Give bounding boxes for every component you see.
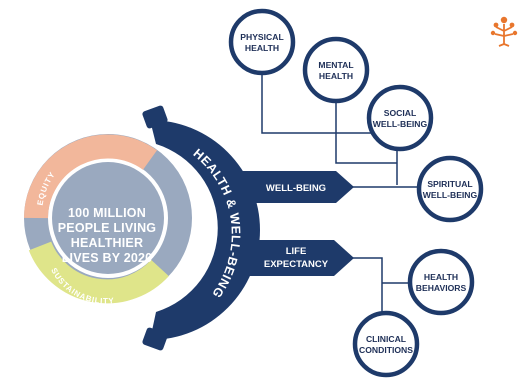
line-mental	[335, 86, 397, 164]
bubble-ring	[228, 8, 296, 76]
line-life-main	[352, 257, 383, 283]
center-line-4: LIVES BY 2020	[61, 251, 153, 265]
tree-people-icon	[490, 16, 518, 47]
bubble-label-line1: PHYSICAL	[240, 32, 283, 42]
center-line-3: HEALTHIER	[70, 236, 144, 250]
bubble-label-line1: SPIRITUAL	[427, 179, 472, 189]
equity-ring: EQUITY SUSTAINABILITY	[24, 134, 192, 306]
gear-tooth-1	[142, 105, 168, 129]
equity-segment	[24, 134, 157, 219]
life-expectancy-label-line2: EXPECTANCY	[264, 259, 329, 270]
bubble-spiritual-well-being: SPIRITUAL WELL-BEING	[416, 155, 484, 223]
bubble-physical-health: PHYSICAL HEALTH	[228, 8, 296, 76]
center-disc	[52, 162, 164, 274]
center-goal-text: 100 MILLION PEOPLE LIVING HEALTHIER LIVE…	[52, 206, 162, 266]
center-line-1: 100 MILLION	[68, 206, 146, 220]
center-line-2: PEOPLE LIVING	[57, 221, 157, 235]
bubble-ring	[302, 36, 370, 104]
bubble-label-line2: CONDITIONS	[359, 345, 413, 355]
bubble-clinical-conditions: CLINICAL CONDITIONS	[352, 310, 420, 378]
sustainability-segment	[28, 241, 169, 304]
bubble-label-line1: HEALTH	[424, 272, 458, 282]
life-expectancy-label-line1: LIFE	[286, 246, 307, 257]
bubble-label-line2: WELL-BEING	[423, 190, 478, 200]
bubble-ring	[416, 155, 484, 223]
bubble-mental-health: MENTAL HEALTH	[302, 36, 370, 104]
bubble-health-behaviors: HEALTH BEHAVIORS	[407, 248, 475, 316]
bubble-ring	[352, 310, 420, 378]
bubble-ring	[407, 248, 475, 316]
well-being-arrow: WELL-BEING	[242, 171, 354, 203]
bubble-social-well-being: SOCIAL WELL-BEING	[366, 84, 434, 152]
connector-lines	[261, 62, 420, 320]
bubble-label-line1: SOCIAL	[384, 108, 416, 118]
life-expectancy-arrow-shape	[242, 240, 354, 276]
line-physical	[261, 62, 398, 185]
gear-tooth-2	[142, 327, 168, 351]
bubble-label-line1: CLINICAL	[366, 334, 406, 344]
gear-arc	[150, 120, 260, 340]
bubble-label-line1: MENTAL	[318, 60, 353, 70]
well-being-arrow-label: WELL-BEING	[266, 183, 326, 194]
well-being-arrow-shape	[242, 171, 354, 203]
life-expectancy-arrow: LIFE EXPECTANCY	[242, 240, 354, 276]
bubble-label-line2: WELL-BEING	[373, 119, 428, 129]
bubble-label-line2: HEALTH	[245, 43, 279, 53]
bubble-label-line2: BEHAVIORS	[416, 283, 467, 293]
bubble-label-line2: HEALTH	[319, 71, 353, 81]
bubble-ring	[366, 84, 434, 152]
